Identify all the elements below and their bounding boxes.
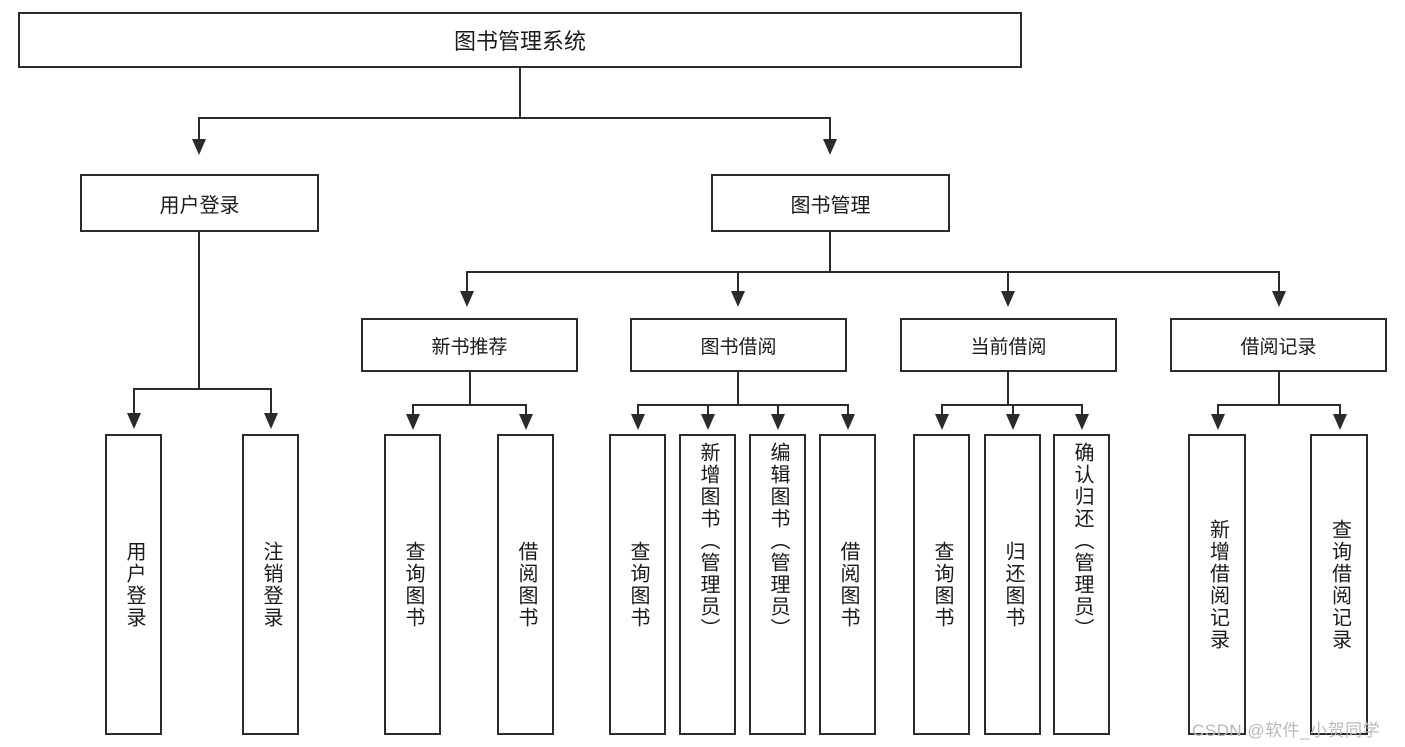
- leaf-node-return-book[interactable]: 归还图书: [984, 434, 1041, 735]
- connector-nb-drop-1: [412, 404, 414, 418]
- node-label: 图书管理: [790, 194, 871, 217]
- connector-br-drop-2: [1339, 404, 1341, 418]
- connector-borrow-record-stem: [1278, 372, 1280, 405]
- connector-new-book-bus: [412, 404, 527, 406]
- node-label: 注销登录: [260, 540, 282, 629]
- connector-root-to-user-login: [198, 117, 200, 142]
- node-label: 查询图书: [931, 540, 953, 629]
- arrowhead-leaf-query-book-1: [406, 414, 420, 430]
- connector-bb-drop-4: [847, 404, 849, 418]
- connector-current-borrow-stem: [1007, 372, 1009, 405]
- node-new-book-recommend[interactable]: 新书推荐: [361, 318, 578, 372]
- leaf-node-query-book-3[interactable]: 查询图书: [913, 434, 970, 735]
- connector-user-login-drop-2: [270, 388, 272, 417]
- node-label: 用户登录: [159, 194, 240, 217]
- node-label: 用户登录: [123, 540, 145, 629]
- connector-nb-drop-2: [525, 404, 527, 418]
- connector-bm-drop-2: [737, 271, 739, 293]
- connector-borrow-record-bus: [1217, 404, 1341, 406]
- node-book-management[interactable]: 图书管理: [711, 174, 950, 232]
- connector-cb-drop-2: [1012, 404, 1014, 418]
- leaf-node-add-record[interactable]: 新增借阅记录: [1188, 434, 1246, 735]
- connector-book-borrow-stem: [737, 372, 739, 405]
- node-label: 借阅图书: [515, 540, 537, 629]
- node-book-borrow[interactable]: 图书借阅: [630, 318, 847, 372]
- arrowhead-leaf-add-book: [701, 414, 715, 430]
- leaf-node-query-book-1[interactable]: 查询图书: [384, 434, 441, 735]
- arrowhead-leaf-query-record: [1333, 414, 1347, 430]
- leaf-node-logout-login[interactable]: 注销登录: [242, 434, 299, 735]
- node-current-borrow[interactable]: 当前借阅: [900, 318, 1117, 372]
- connector-root-to-book-management: [829, 117, 831, 142]
- arrowhead-leaf-query-book-3: [935, 414, 949, 430]
- leaf-node-query-record[interactable]: 查询借阅记录: [1310, 434, 1368, 735]
- connector-cb-drop-1: [941, 404, 943, 418]
- node-label: 当前借阅: [970, 336, 1047, 358]
- connector-user-login-bus: [133, 388, 272, 390]
- arrowhead-leaf-return-book: [1006, 414, 1020, 430]
- arrowhead-leaf-logout-login: [264, 413, 278, 429]
- leaf-node-query-book-2[interactable]: 查询图书: [609, 434, 666, 735]
- arrowhead-leaf-user-login: [127, 413, 141, 429]
- connector-cb-drop-3: [1081, 404, 1083, 418]
- connector-user-login-drop-1: [133, 388, 135, 417]
- connector-bb-drop-1: [637, 404, 639, 418]
- leaf-node-add-book[interactable]: 新增图书（管理员）: [679, 434, 736, 735]
- leaf-node-edit-book[interactable]: 编辑图书（管理员）: [749, 434, 806, 735]
- arrowhead-leaf-add-record: [1211, 414, 1225, 430]
- node-label: 图书管理系统: [453, 29, 586, 54]
- csdn-watermark: CSDN @软件_小贺同学: [1192, 721, 1381, 740]
- node-label: 查询图书: [402, 540, 424, 629]
- node-label: 借阅记录: [1240, 336, 1317, 358]
- node-label: 借阅图书: [837, 540, 859, 629]
- arrowhead-current-borrow: [1001, 291, 1015, 307]
- arrowhead-borrow-record: [1272, 291, 1286, 307]
- node-label: 查询借阅记录: [1328, 518, 1351, 651]
- connector-bb-drop-2: [707, 404, 709, 418]
- node-root-book-management-system[interactable]: 图书管理系统: [18, 12, 1022, 68]
- node-label: 确认归还（管理员）: [1071, 442, 1093, 640]
- arrowhead-leaf-borrow-book-2: [841, 414, 855, 430]
- node-label: 新书推荐: [431, 336, 508, 358]
- connector-bm-drop-3: [1007, 271, 1009, 293]
- node-label: 新增图书（管理员）: [697, 442, 719, 640]
- arrowhead-book-borrow: [731, 291, 745, 307]
- node-label: 新增借阅记录: [1206, 518, 1229, 651]
- leaf-node-borrow-book-1[interactable]: 借阅图书: [497, 434, 554, 735]
- leaf-node-user-login[interactable]: 用户登录: [105, 434, 162, 735]
- connector-book-management-bus: [466, 271, 1280, 273]
- connector-user-login-stem: [198, 232, 200, 389]
- node-label: 归还图书: [1002, 540, 1024, 629]
- arrowhead-leaf-query-book-2: [631, 414, 645, 430]
- connector-root-stem: [519, 68, 521, 118]
- arrowhead-leaf-confirm-return: [1075, 414, 1089, 430]
- leaf-node-confirm-return[interactable]: 确认归还（管理员）: [1053, 434, 1110, 735]
- arrowhead-leaf-edit-book: [771, 414, 785, 430]
- connector-book-borrow-bus: [637, 404, 849, 406]
- connector-bb-drop-3: [777, 404, 779, 418]
- connector-root-bus: [198, 117, 831, 119]
- connector-book-management-stem: [829, 232, 831, 272]
- arrowhead-leaf-borrow-book-1: [519, 414, 533, 430]
- node-label: 编辑图书（管理员）: [767, 442, 789, 640]
- leaf-node-borrow-book-2[interactable]: 借阅图书: [819, 434, 876, 735]
- node-label: 查询图书: [627, 540, 649, 629]
- node-user-login[interactable]: 用户登录: [80, 174, 319, 232]
- arrowhead-user-login: [192, 139, 206, 155]
- connector-new-book-stem: [469, 372, 471, 405]
- connector-bm-drop-1: [466, 271, 468, 293]
- arrowhead-book-management: [823, 139, 837, 155]
- arrowhead-new-book-recommend: [460, 291, 474, 307]
- node-borrow-record[interactable]: 借阅记录: [1170, 318, 1387, 372]
- connector-bm-drop-4: [1278, 271, 1280, 293]
- connector-br-drop-1: [1217, 404, 1219, 418]
- node-label: 图书借阅: [700, 336, 777, 358]
